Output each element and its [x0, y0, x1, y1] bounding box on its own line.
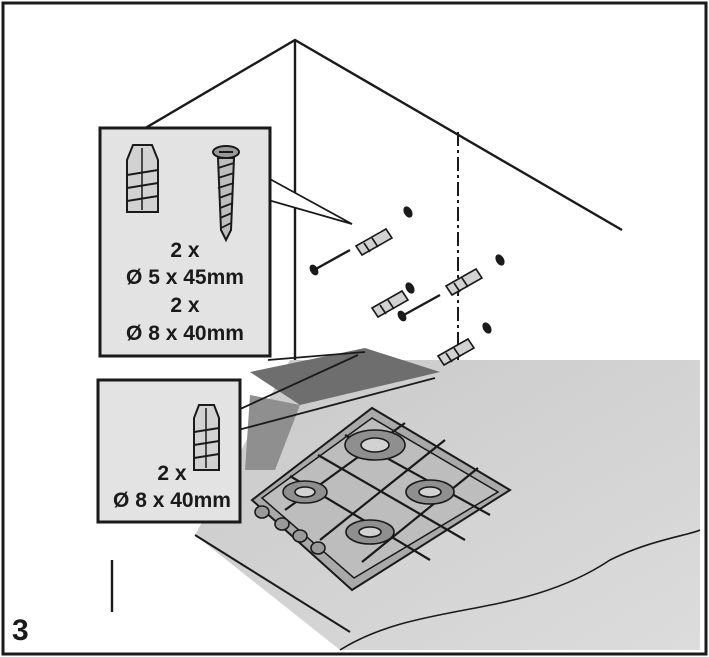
- wall-plug-icon: [193, 404, 220, 471]
- wall-plug-icon: [436, 337, 476, 367]
- upper-callout-line3: 2 x: [170, 294, 200, 317]
- burner: [282, 429, 455, 545]
- wall-fixings: [309, 227, 484, 367]
- upper-callout-line2: Ø 5 x 45mm: [126, 266, 244, 289]
- upper-callout-line1: 2 x: [170, 239, 200, 262]
- hood-shadow: [245, 348, 440, 470]
- wall-plug-icon: [354, 227, 394, 257]
- wall-holes: [403, 206, 505, 334]
- callout-pointers: [237, 176, 436, 431]
- lower-callout-line1: 2 x: [157, 462, 187, 485]
- upper-callout: 2 x Ø 5 x 45mm 2 x Ø 8 x 40mm: [98, 126, 272, 358]
- lower-callout: 2 x Ø 8 x 40mm: [96, 378, 242, 524]
- gas-hob: [250, 406, 512, 592]
- wall-plug-icon: [370, 289, 410, 319]
- screw-icon: [397, 293, 441, 322]
- upper-callout-line4: Ø 8 x 40mm: [126, 322, 244, 345]
- wall-plug-icon: [126, 144, 159, 213]
- wall-plug-icon: [444, 267, 484, 297]
- step-number: 3: [12, 614, 29, 647]
- control-knob: [254, 505, 326, 555]
- lower-callout-line2: Ø 8 x 40mm: [113, 489, 231, 512]
- screw-icon: [309, 248, 351, 276]
- screw-icon: [212, 145, 240, 243]
